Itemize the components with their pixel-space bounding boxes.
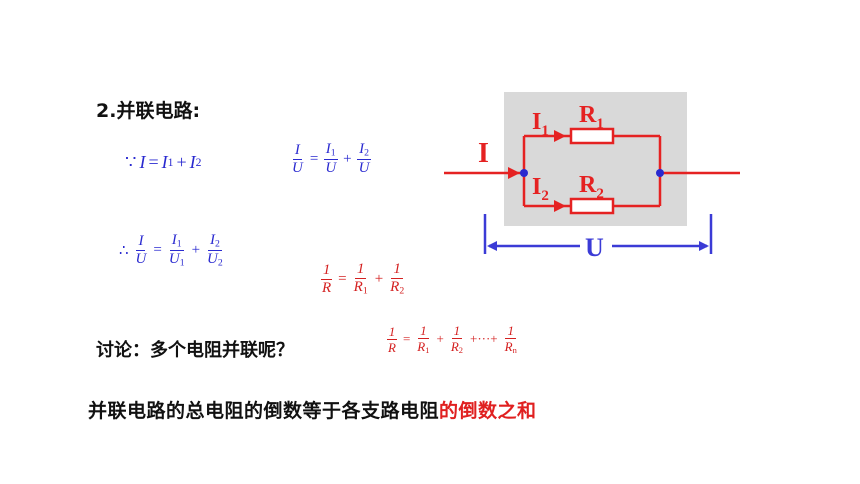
- label-branch1-current: I1: [532, 109, 549, 139]
- arrow-main-current: [508, 167, 520, 179]
- voltage-arrow-right: [699, 241, 709, 251]
- label-main-current: I: [478, 138, 489, 169]
- discussion-question: 讨论：多个电阻并联呢？: [96, 340, 294, 361]
- junction-right: [656, 169, 664, 177]
- conclusion-highlight: 的倒数之和: [439, 400, 537, 422]
- label-resistor-r2: R2: [579, 172, 604, 202]
- arrow-branch2-current: [554, 200, 566, 212]
- resistor-r1: [569, 127, 615, 145]
- label-resistor-r1: R1: [579, 102, 604, 132]
- resistor-r2: [569, 197, 615, 215]
- section-heading: 2.并联电路:: [96, 100, 201, 122]
- arrow-branch1-current: [554, 130, 566, 142]
- label-voltage: U: [585, 233, 604, 262]
- junction-left: [520, 169, 528, 177]
- label-branch2-current: I2: [532, 174, 549, 204]
- voltage-arrow-left: [487, 241, 497, 251]
- conclusion-text: 并联电路的总电阻的倒数等于各支路电阻的倒数之和: [88, 400, 537, 422]
